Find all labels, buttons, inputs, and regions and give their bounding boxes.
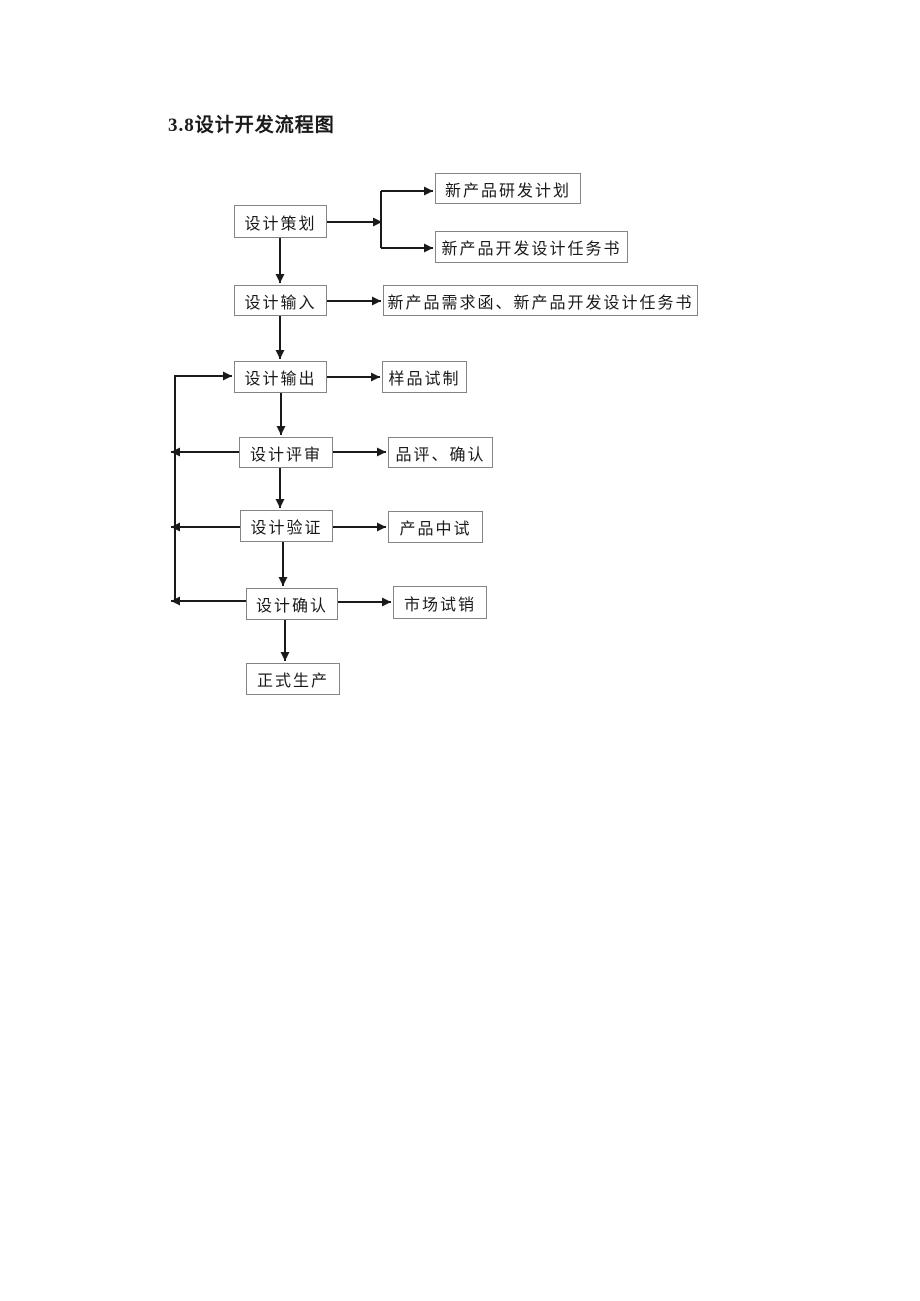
node-sample-trial: 样品试制 [382, 361, 467, 393]
node-requirement-docs: 新产品需求函、新产品开发设计任务书 [383, 285, 698, 316]
node-design-confirmation: 设计确认 [246, 588, 338, 620]
node-design-planning: 设计策划 [234, 205, 327, 238]
node-design-verification: 设计验证 [240, 510, 333, 542]
node-design-review: 设计评审 [239, 437, 333, 468]
node-formal-production: 正式生产 [246, 663, 340, 695]
node-product-pilot: 产品中试 [388, 511, 483, 543]
node-design-input: 设计输入 [234, 285, 327, 316]
node-design-output: 设计输出 [234, 361, 327, 393]
node-market-trial: 市场试销 [393, 586, 487, 619]
node-dev-task-book: 新产品开发设计任务书 [435, 231, 628, 263]
feedback-line-to-design-output [174, 371, 232, 601]
section-title: 3.8设计开发流程图 [168, 115, 335, 136]
node-evaluation-confirm: 品评、确认 [388, 437, 493, 468]
node-rnd-plan: 新产品研发计划 [435, 173, 581, 204]
